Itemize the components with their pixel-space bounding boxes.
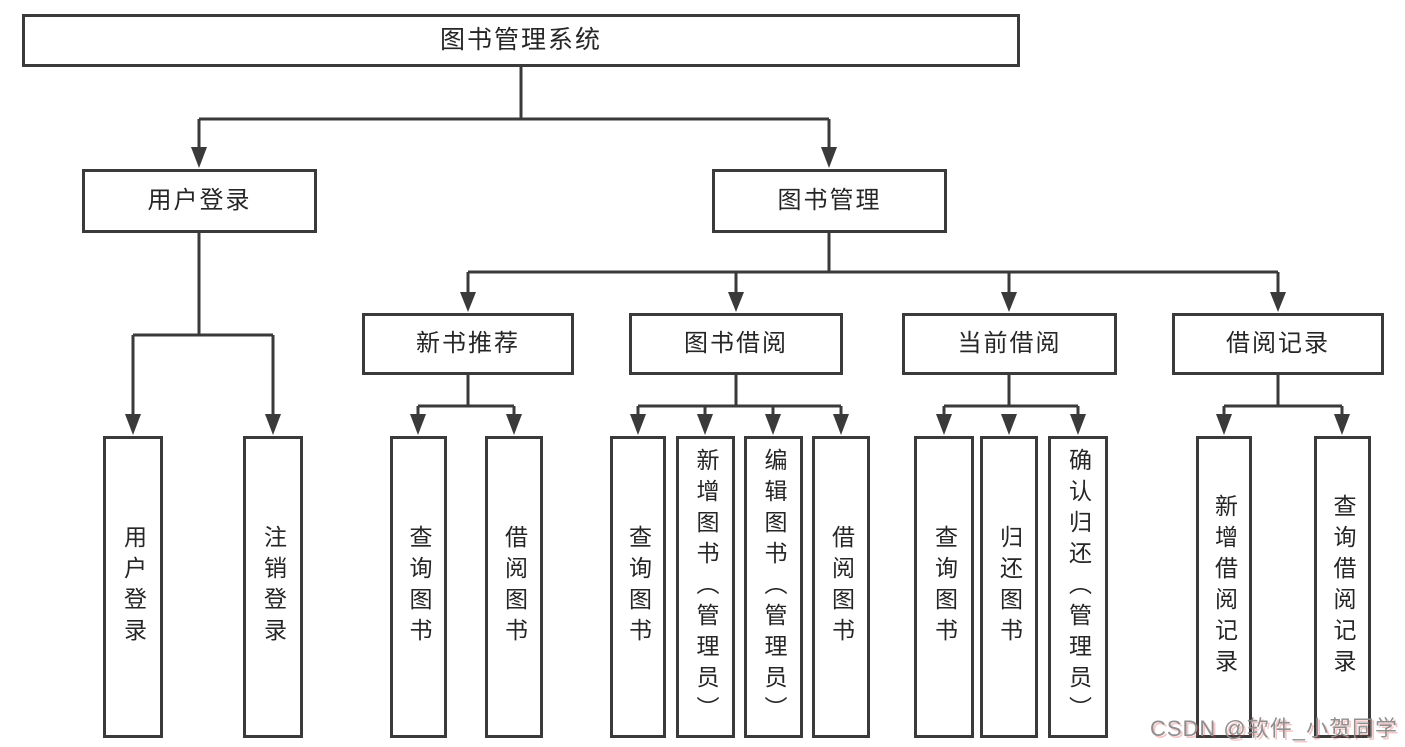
node-borrow-record-label: 借阅记录 [1226, 330, 1330, 357]
connector-new-book-rec-to-leaves [416, 375, 516, 418]
csdn-watermark: CSDN @软件_小贺同学 [1149, 716, 1398, 741]
arrow-down-icon [410, 414, 426, 435]
node-user-login-label: 用户登录 [147, 187, 252, 214]
leaf-logout: 注销登录 [243, 436, 303, 738]
arrow-down-icon [191, 147, 207, 168]
leaf-return-book-label: 归还图书 [996, 525, 1023, 649]
leaf-edit-book-admin-label: 编辑图书（管理员） [761, 447, 787, 727]
connector-book-borrow-to-leaves [636, 375, 843, 418]
node-current-borrow-label: 当前借阅 [957, 330, 1062, 357]
arrow-down-icon [765, 414, 781, 435]
leaf-add-borrow-record-label: 新增借阅记录 [1211, 494, 1238, 680]
arrow-down-icon [728, 292, 744, 312]
node-book-mgmt-label: 图书管理 [777, 187, 882, 214]
arrow-down-icon [833, 414, 849, 435]
node-root-label: 图书管理系统 [439, 26, 602, 54]
leaf-user-login: 用户登录 [103, 436, 163, 738]
arrow-down-icon [821, 147, 837, 168]
leaf-add-book-admin-label: 新增图书（管理员） [693, 447, 719, 727]
arrow-down-icon [1001, 292, 1017, 312]
node-book-borrow-label: 图书借阅 [684, 330, 788, 357]
connector-borrow-record-to-leaves [1222, 375, 1344, 418]
connector-book-mgmt-to-level3 [466, 233, 1280, 296]
arrowheads [125, 147, 1350, 435]
node-user-login: 用户登录 [82, 169, 317, 233]
arrow-down-icon [697, 414, 713, 435]
connector-user-login-to-leaves [131, 233, 275, 418]
leaf-query-books-rec: 查询图书 [390, 436, 447, 738]
node-new-book-rec-label: 新书推荐 [416, 330, 520, 357]
leaf-query-books-rec-label: 查询图书 [406, 525, 432, 649]
leaf-borrow-books-label: 借阅图书 [828, 525, 855, 649]
arrow-down-icon [630, 414, 646, 435]
leaf-edit-book-admin: 编辑图书（管理员） [744, 436, 803, 738]
arrow-down-icon [1216, 414, 1232, 435]
connector-root-to-level2 [197, 67, 831, 150]
arrow-down-icon [1270, 292, 1286, 312]
leaf-query-borrow-record-label: 查询借阅记录 [1330, 494, 1356, 680]
connector-current-borrow-to-leaves [942, 375, 1080, 418]
leaf-add-borrow-record: 新增借阅记录 [1196, 436, 1252, 738]
arrow-down-icon [460, 292, 476, 312]
node-root-system: 图书管理系统 [22, 14, 1020, 67]
leaf-query-books-current: 查询图书 [914, 436, 974, 738]
leaf-borrow-books-rec: 借阅图书 [485, 436, 543, 738]
leaf-borrow-books: 借阅图书 [812, 436, 870, 738]
arrow-down-icon [1070, 414, 1086, 435]
node-book-mgmt: 图书管理 [712, 169, 947, 233]
leaf-query-borrow-record: 查询借阅记录 [1314, 436, 1371, 738]
leaf-add-book-admin: 新增图书（管理员） [676, 436, 735, 738]
arrow-down-icon [936, 414, 952, 435]
leaf-borrow-books-rec-label: 借阅图书 [501, 525, 528, 649]
arrow-down-icon [125, 414, 141, 435]
node-book-borrow: 图书借阅 [629, 313, 843, 375]
arrow-down-icon [265, 414, 281, 435]
arrow-down-icon [1001, 414, 1017, 435]
node-current-borrow: 当前借阅 [902, 313, 1117, 375]
leaf-logout-label: 注销登录 [260, 525, 287, 649]
node-new-book-rec: 新书推荐 [362, 313, 574, 375]
leaf-return-book: 归还图书 [980, 436, 1038, 738]
arrow-down-icon [1334, 414, 1350, 435]
arrow-down-icon [506, 414, 522, 435]
leaf-query-books-current-label: 查询图书 [931, 525, 958, 649]
leaf-confirm-return-admin-label: 确认归还（管理员） [1065, 447, 1092, 727]
leaf-confirm-return-admin: 确认归还（管理员） [1048, 436, 1108, 738]
leaf-user-login-label: 用户登录 [120, 525, 147, 649]
leaf-query-books-borrow: 查询图书 [610, 436, 666, 738]
node-borrow-record: 借阅记录 [1172, 313, 1384, 375]
leaf-query-books-borrow-label: 查询图书 [625, 525, 652, 649]
